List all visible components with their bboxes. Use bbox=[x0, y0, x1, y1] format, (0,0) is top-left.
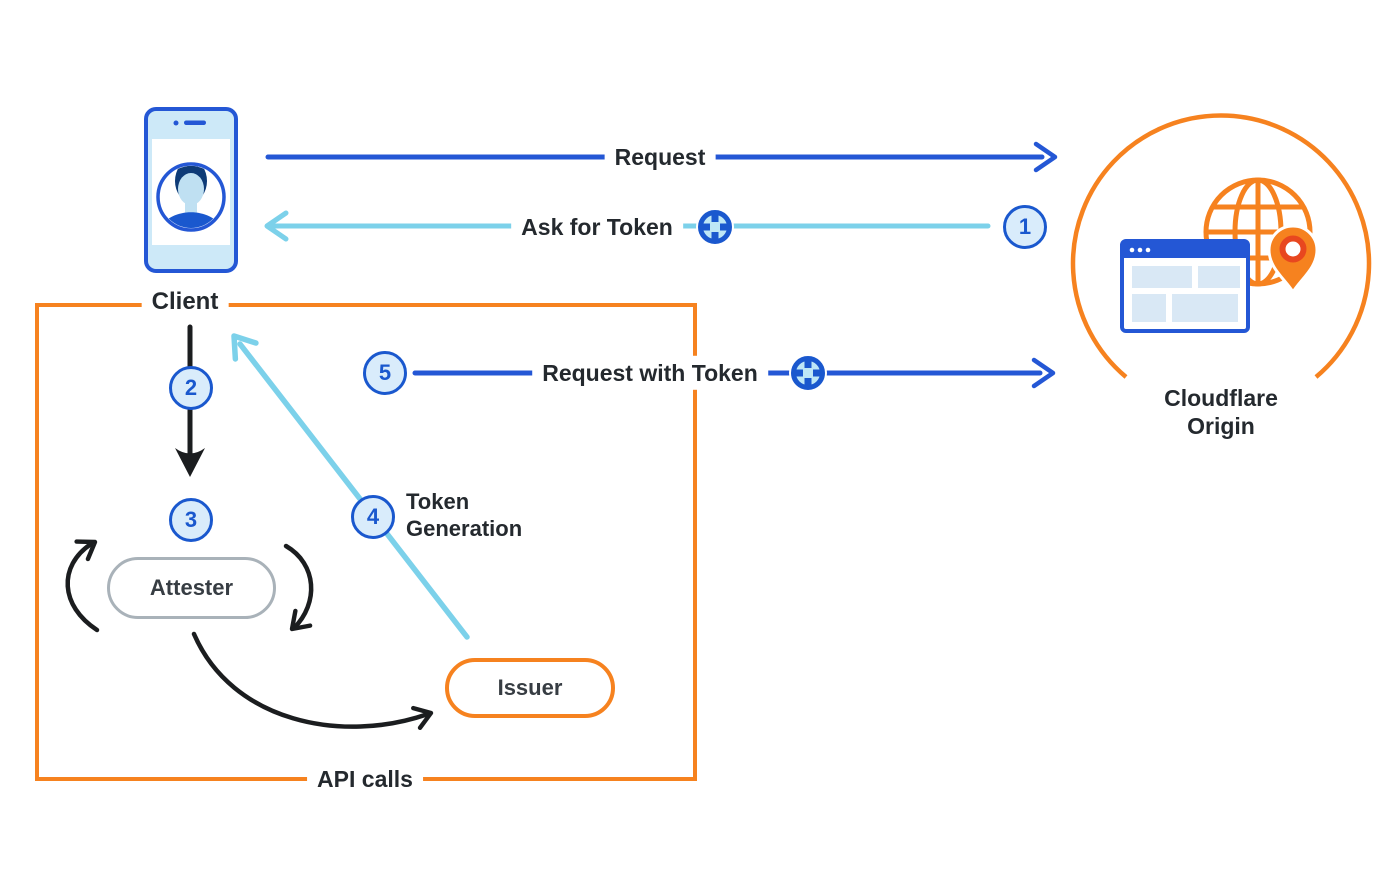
step-badge-1: 1 bbox=[1003, 205, 1047, 249]
attester-to-issuer-arrow bbox=[191, 631, 434, 728]
location-pin-icon bbox=[1267, 224, 1319, 295]
cloudflare-origin-node bbox=[1070, 113, 1372, 379]
step-badge-4: 4 bbox=[351, 495, 395, 539]
step-badge-5: 5 bbox=[363, 351, 407, 395]
browser-window-icon bbox=[1120, 239, 1250, 333]
token-icon bbox=[696, 208, 734, 246]
request-arrow-label: Request bbox=[604, 139, 716, 175]
client-label: Client bbox=[141, 284, 229, 320]
api-calls-label: API calls bbox=[307, 761, 423, 797]
token-generation-label: Token Generation bbox=[406, 488, 522, 542]
attester-node: Attester bbox=[107, 557, 276, 619]
user-avatar-icon bbox=[156, 162, 226, 232]
cloudflare-origin-label: Cloudflare Origin bbox=[1154, 380, 1288, 444]
ask-for-token-arrow-label: Ask for Token bbox=[511, 209, 683, 245]
origin-circle bbox=[1070, 113, 1372, 379]
token-icon bbox=[789, 354, 827, 392]
attester-loop-left-arrow bbox=[65, 533, 101, 633]
request-with-token-arrow-label: Request with Token bbox=[532, 355, 768, 391]
token-generation-arrow bbox=[224, 328, 470, 640]
token-generation-line2: Generation bbox=[406, 516, 523, 541]
token-generation-line1: Token bbox=[406, 489, 470, 514]
step-badge-3: 3 bbox=[169, 498, 213, 542]
issuer-node: Issuer bbox=[445, 658, 615, 718]
cloudflare-origin-label-line2: Origin bbox=[1187, 413, 1255, 439]
attester-loop-right-arrow bbox=[285, 543, 314, 636]
client-phone-icon bbox=[144, 107, 238, 273]
step-badge-2: 2 bbox=[169, 366, 213, 410]
cloudflare-origin-label-line1: Cloudflare bbox=[1164, 385, 1278, 411]
